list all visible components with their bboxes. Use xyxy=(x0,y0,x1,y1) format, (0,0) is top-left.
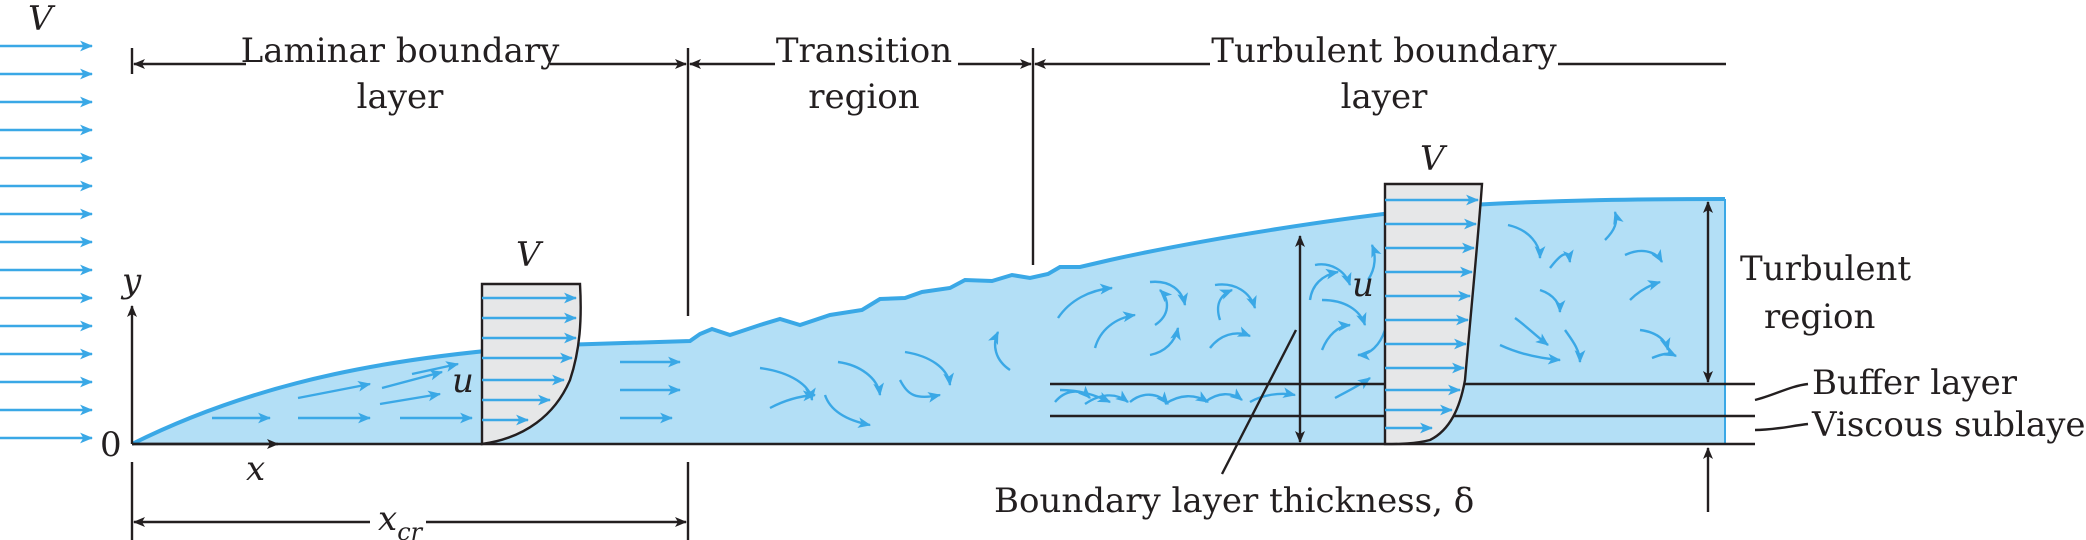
turbulent-region-label-1: Turbulent xyxy=(1740,249,1911,289)
turbulent-region-label-2: region xyxy=(1764,297,1875,337)
transition-region-label-2: region xyxy=(808,77,919,117)
viscous-sublayer-leader xyxy=(1754,422,1809,432)
viscous-sublayer-label: Viscous sublayer xyxy=(1811,405,2086,445)
transition-swirls xyxy=(759,331,1011,428)
freestream-arrows xyxy=(0,40,94,444)
turbulent-profile-v-label: V xyxy=(1420,139,1448,179)
x-axis-label: x xyxy=(246,449,265,489)
turbulent-profile-arrows xyxy=(1385,194,1480,434)
laminar-velocity-profile xyxy=(480,282,582,446)
laminar-region-label-2: layer xyxy=(357,77,444,117)
freestream-velocity-label: V xyxy=(28,0,56,39)
buffer-layer-label: Buffer layer xyxy=(1812,363,2018,403)
turbulent-layer-label-1: Turbulent boundary xyxy=(1211,31,1557,71)
turbulent-profile-u-label: u xyxy=(1352,265,1374,305)
y-axis-label: y xyxy=(120,261,142,301)
buffer-layer-leader xyxy=(1754,382,1809,402)
laminar-profile-u-label: u xyxy=(452,361,474,401)
boundary-layer-fluid xyxy=(132,199,1725,444)
boundary-layer-edge xyxy=(131,197,1726,446)
laminar-region-label-1: Laminar boundary xyxy=(241,31,561,71)
laminar-profile-v-label: V xyxy=(516,235,544,275)
boundary-layer-thickness-label: Boundary layer thickness, δ xyxy=(994,481,1474,521)
xcr-label: xcr xyxy=(378,499,424,540)
laminar-profile-arrows xyxy=(482,292,578,426)
turbulent-layer-label-2: layer xyxy=(1341,77,1428,117)
transition-region-label-1: Transition xyxy=(776,31,952,71)
delta-leader-line xyxy=(1220,329,1298,475)
turbulent-swirls xyxy=(1057,210,1677,365)
laminar-flow-arrows xyxy=(212,356,682,424)
buffer-layer-swirls xyxy=(1054,377,1371,406)
origin-label: 0 xyxy=(100,425,122,465)
